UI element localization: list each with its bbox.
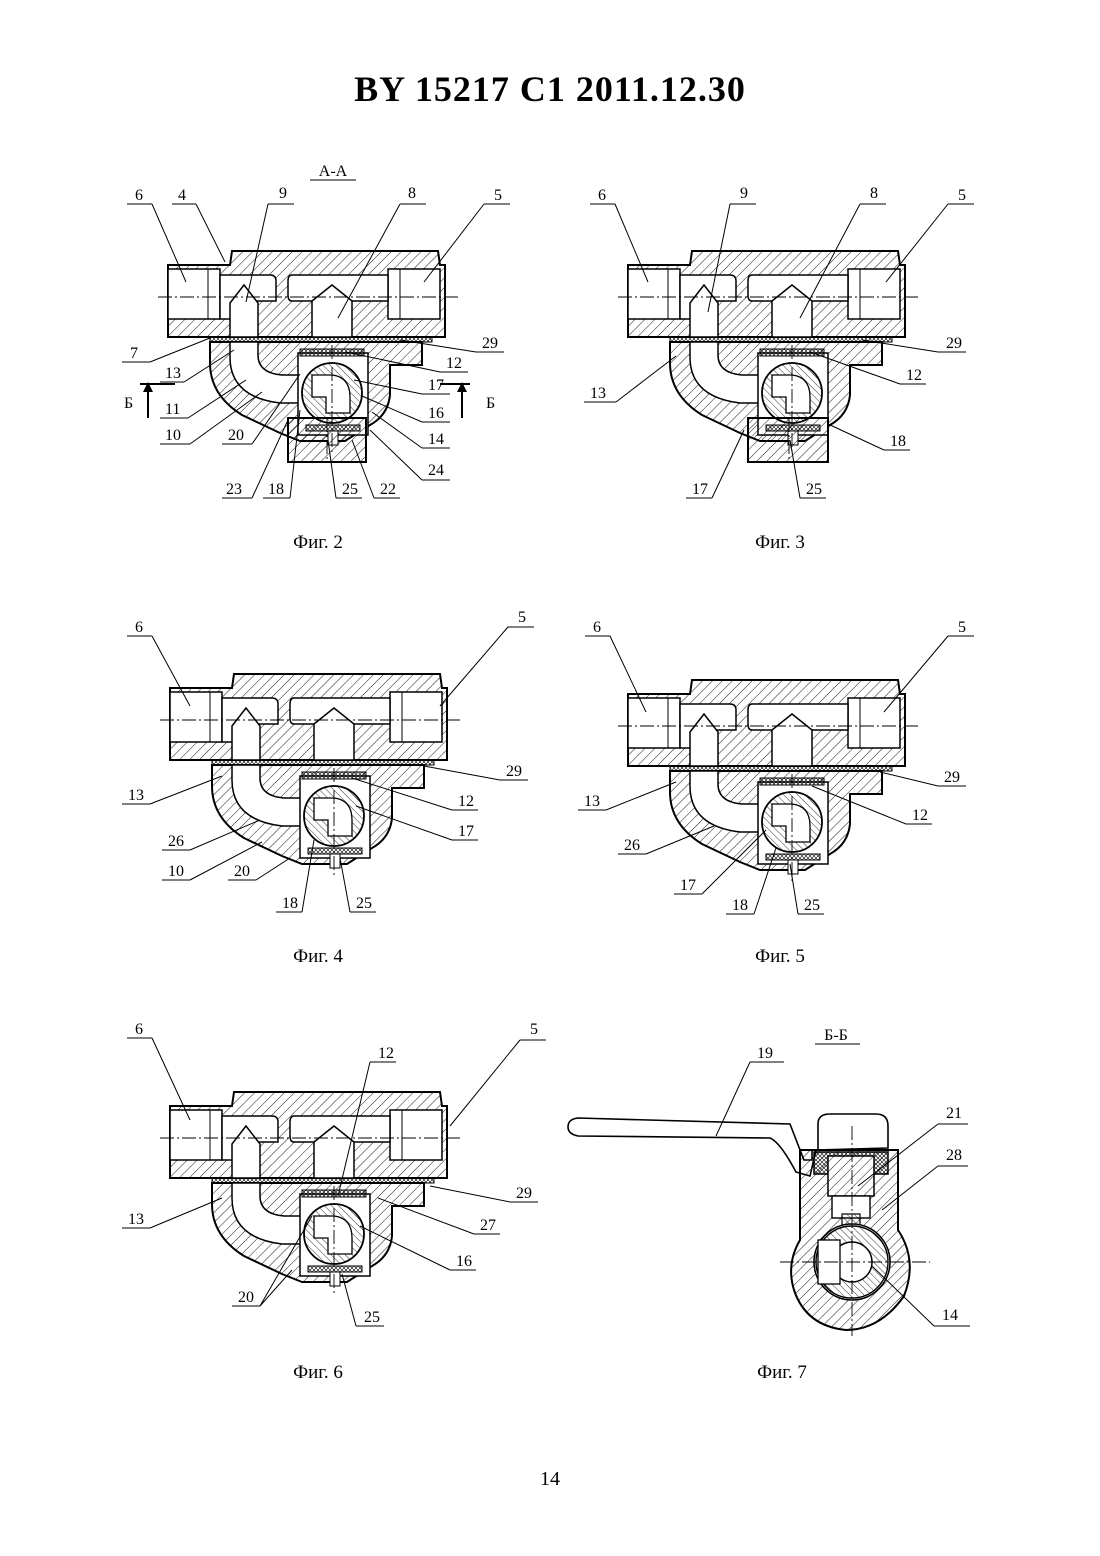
callout-number: 9 xyxy=(740,185,748,202)
figure-2 xyxy=(140,251,470,462)
callout-number: 5 xyxy=(958,187,966,204)
callout: 5 xyxy=(494,187,502,204)
callout-number: 13 xyxy=(584,793,600,810)
callout-number: 20 xyxy=(238,1289,254,1306)
section-label-b-b: Б-Б xyxy=(824,1027,848,1044)
callout-number: 12 xyxy=(912,807,928,824)
callout-number: 13 xyxy=(128,787,144,804)
callout-number: 29 xyxy=(516,1185,532,1202)
callout: 10 xyxy=(165,427,181,444)
callout-number: 5 xyxy=(518,609,526,626)
callout-number: 6 xyxy=(593,619,601,636)
callout: 25 xyxy=(342,481,358,498)
callout: 18 xyxy=(268,481,284,498)
callout: 12 xyxy=(446,355,462,372)
callout: 9 xyxy=(279,185,287,202)
callout-number: 12 xyxy=(378,1045,394,1062)
figure-4-caption: Фиг. 4 xyxy=(293,946,343,967)
callout-number: 5 xyxy=(530,1021,538,1038)
callout-number: 28 xyxy=(946,1147,962,1164)
callout-number: 6 xyxy=(598,187,606,204)
callout: 11 xyxy=(165,401,180,418)
callout-number: 17 xyxy=(458,823,474,840)
callout-number: 29 xyxy=(506,763,522,780)
callout-number: 21 xyxy=(946,1105,962,1122)
callout-number: 18 xyxy=(282,895,298,912)
figure-6 xyxy=(160,1092,462,1296)
callout: 17 xyxy=(428,377,444,394)
figure-2-caption: Фиг. 2 xyxy=(293,532,343,553)
callout: 24 xyxy=(428,462,444,479)
callout: 8 xyxy=(408,185,416,202)
callout-number: 27 xyxy=(480,1217,496,1234)
callout-number: 18 xyxy=(732,897,748,914)
section-label-a-a: А-А xyxy=(319,163,348,180)
callout-number: 12 xyxy=(906,367,922,384)
callout: 16 xyxy=(428,405,444,422)
callout: 23 xyxy=(226,481,242,498)
figure-5 xyxy=(618,680,920,884)
callout-number: 26 xyxy=(168,833,184,850)
figure-5-caption: Фиг. 5 xyxy=(755,946,805,967)
callout-number: 6 xyxy=(135,1021,143,1038)
callout: 20 xyxy=(228,427,244,444)
callout-number: 18 xyxy=(890,433,906,450)
callout-number: 13 xyxy=(590,385,606,402)
callout-number: 19 xyxy=(757,1045,773,1062)
callout: 4 xyxy=(178,187,186,204)
callout-number: 29 xyxy=(946,335,962,352)
callout: 6 xyxy=(135,187,143,204)
section-mark-b-left: Б xyxy=(124,395,133,412)
section-mark-b-right: Б xyxy=(486,395,495,412)
callout-number: 25 xyxy=(356,895,372,912)
callout-number: 17 xyxy=(680,877,696,894)
callout-number: 29 xyxy=(944,769,960,786)
callout-number: 25 xyxy=(804,897,820,914)
callout: 7 xyxy=(130,345,138,362)
callout-number: 25 xyxy=(806,481,822,498)
callout-number: 26 xyxy=(624,837,640,854)
callout-number: 10 xyxy=(168,863,184,880)
figure-3 xyxy=(618,251,920,462)
figure-3-caption: Фиг. 3 xyxy=(755,532,805,553)
callout-number: 25 xyxy=(364,1309,380,1326)
figure-4 xyxy=(160,674,462,878)
callout-number: 12 xyxy=(458,793,474,810)
callout-number: 8 xyxy=(870,185,878,202)
callout-number: 13 xyxy=(128,1211,144,1228)
callout: 14 xyxy=(428,431,444,448)
callout: 13 xyxy=(165,365,181,382)
callout: 29 xyxy=(482,335,498,352)
callout-number: 20 xyxy=(234,863,250,880)
callout-number: 5 xyxy=(958,619,966,636)
figure-7 xyxy=(568,1114,930,1336)
callout: 22 xyxy=(380,481,396,498)
callout-number: 16 xyxy=(456,1253,472,1270)
figure-7-caption: Фиг. 7 xyxy=(757,1362,807,1383)
callout-number: 17 xyxy=(692,481,708,498)
callout-number: 14 xyxy=(942,1307,958,1324)
figure-6-caption: Фиг. 6 xyxy=(293,1362,343,1383)
callout-number: 6 xyxy=(135,619,143,636)
